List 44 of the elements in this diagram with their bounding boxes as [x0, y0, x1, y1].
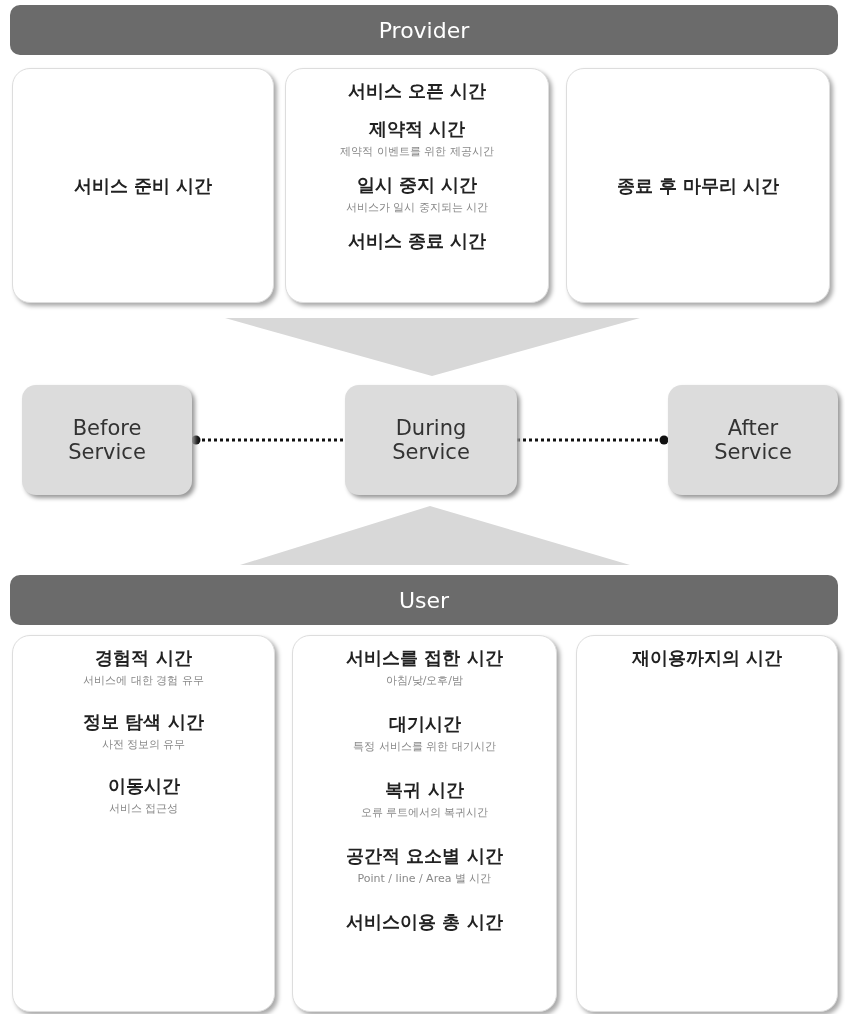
description-text: Point / line / Area 별 시간	[357, 871, 492, 886]
info-card	[12, 68, 274, 303]
description-text: 아침/낮/오후/밤	[385, 673, 464, 688]
band-title: Provider	[378, 17, 470, 43]
funnel-shape	[225, 318, 640, 376]
heading-text: 복귀 시간	[385, 778, 464, 802]
band-title: User	[398, 587, 450, 613]
heading-text: 제약적 시간	[368, 117, 466, 141]
heading-text: 일시 중지 시간	[356, 173, 478, 197]
stage-box	[668, 385, 838, 495]
header-bar	[10, 575, 838, 625]
heading-text: 서비스 종료 시간	[347, 229, 487, 253]
heading-text: 대기시간	[388, 712, 461, 736]
dotted-connector	[517, 435, 669, 445]
heading-text: 서비스이용 총 시간	[346, 910, 503, 934]
info-card	[285, 68, 549, 303]
stage-label: Before Service	[67, 416, 147, 464]
info-card	[566, 68, 830, 303]
heading-text: 종료 후 마무리 시간	[616, 173, 780, 198]
description-text: 서비스가 일시 중지되는 시간	[345, 200, 489, 215]
stage-label: After Service	[713, 416, 793, 464]
heading-text: 서비스를 접한 시간	[346, 646, 503, 670]
description-text: 제약적 이벤트를 위한 제공시간	[340, 144, 494, 159]
description-text: 서비스 접근성	[108, 801, 179, 816]
description-text: 사전 정보의 유무	[101, 737, 186, 752]
stage-box	[345, 385, 517, 495]
stage-label: During Service	[391, 416, 471, 464]
description-text: 서비스에 대한 경험 유무	[83, 673, 204, 688]
heading-text: 서비스 준비 시간	[73, 173, 213, 198]
heading-text: 이동시간	[107, 774, 180, 798]
info-card	[292, 635, 557, 1012]
info-card	[12, 635, 275, 1012]
header-bar	[10, 5, 838, 55]
stage-box	[22, 385, 192, 495]
description-text: 특정 서비스를 위한 대기시간	[353, 739, 496, 754]
heading-text: 경험적 시간	[95, 646, 192, 670]
dotted-connector	[191, 435, 345, 445]
heading-text: 공간적 요소별 시간	[346, 844, 503, 868]
heading-text: 재이용까지의 시간	[631, 646, 783, 670]
heading-text: 서비스 오픈 시간	[347, 79, 487, 103]
description-text: 오류 루트에서의 복귀시간	[360, 805, 489, 820]
heading-text: 정보 탐색 시간	[83, 710, 204, 734]
funnel-shape	[240, 506, 630, 565]
info-card	[576, 635, 838, 1012]
